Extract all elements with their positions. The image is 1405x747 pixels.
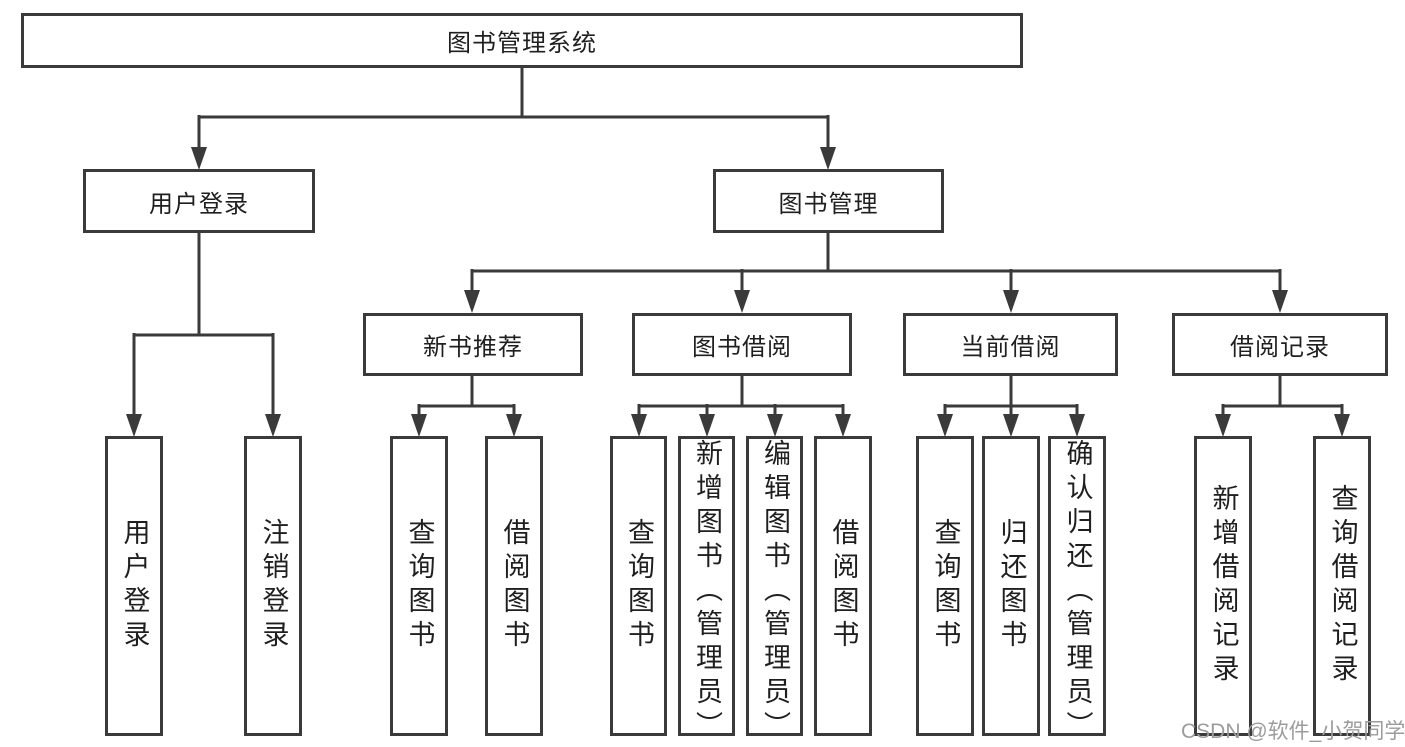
leaf-query-books-borrow-label: 查询图书	[624, 518, 654, 654]
leaf-borrow-books-label: 借阅图书	[828, 518, 859, 654]
node-user-login-label: 用户登录	[149, 190, 249, 218]
node-book-management: 图书管理	[713, 169, 944, 233]
node-user-login: 用户登录	[83, 169, 315, 233]
leaf-query-borrow-record: 查询借阅记录	[1313, 436, 1371, 736]
leaf-return-books: 归还图书	[982, 436, 1040, 736]
leaf-user-login-label: 用户登录	[119, 518, 150, 654]
leaf-edit-books-admin-label: 编辑图书（管理员）	[760, 439, 790, 745]
leaf-user-login: 用户登录	[105, 436, 163, 736]
leaf-return-books-label: 归还图书	[996, 518, 1027, 654]
leaf-add-borrow-record-label: 新增借阅记录	[1208, 484, 1239, 688]
leaf-query-books-recommend: 查询图书	[390, 436, 448, 736]
node-borrow-record-label: 借阅记录	[1230, 334, 1330, 361]
leaf-add-books-admin: 新增图书（管理员）	[678, 436, 735, 745]
node-borrow-record: 借阅记录	[1172, 313, 1388, 376]
leaf-borrow-books: 借阅图书	[814, 436, 872, 736]
leaf-logout: 注销登录	[244, 436, 302, 736]
leaf-borrow-books-recommend-label: 借阅图书	[499, 518, 530, 654]
leaf-logout-label: 注销登录	[258, 518, 289, 654]
leaf-query-borrow-record-label: 查询借阅记录	[1327, 484, 1358, 688]
leaf-query-books-borrow: 查询图书	[610, 436, 667, 736]
node-root-system: 图书管理系统	[21, 13, 1023, 68]
leaf-confirm-return-admin-label: 确认归还（管理员）	[1062, 439, 1093, 745]
node-book-borrow: 图书借阅	[632, 313, 852, 376]
node-book-borrow-label: 图书借阅	[692, 334, 792, 361]
watermark: CSDN @软件_小贺同学	[1181, 720, 1405, 743]
arrowhead-icons	[126, 147, 1350, 437]
leaf-borrow-books-recommend: 借阅图书	[485, 436, 543, 736]
node-new-book-recommend-label: 新书推荐	[423, 334, 523, 361]
leaf-query-books-current: 查询图书	[916, 436, 974, 736]
leaf-query-books-recommend-label: 查询图书	[404, 518, 435, 654]
node-new-book-recommend: 新书推荐	[363, 313, 583, 376]
node-book-management-label: 图书管理	[778, 190, 879, 218]
leaf-edit-books-admin: 编辑图书（管理员）	[746, 436, 803, 745]
node-current-borrow-label: 当前借阅	[960, 334, 1061, 361]
node-current-borrow: 当前借阅	[903, 313, 1118, 376]
node-root-label: 图书管理系统	[447, 30, 597, 57]
leaf-confirm-return-admin: 确认归还（管理员）	[1048, 436, 1106, 745]
leaf-add-borrow-record: 新增借阅记录	[1194, 436, 1252, 736]
leaf-query-books-current-label: 查询图书	[930, 518, 961, 654]
leaf-add-books-admin-label: 新增图书（管理员）	[692, 439, 722, 745]
